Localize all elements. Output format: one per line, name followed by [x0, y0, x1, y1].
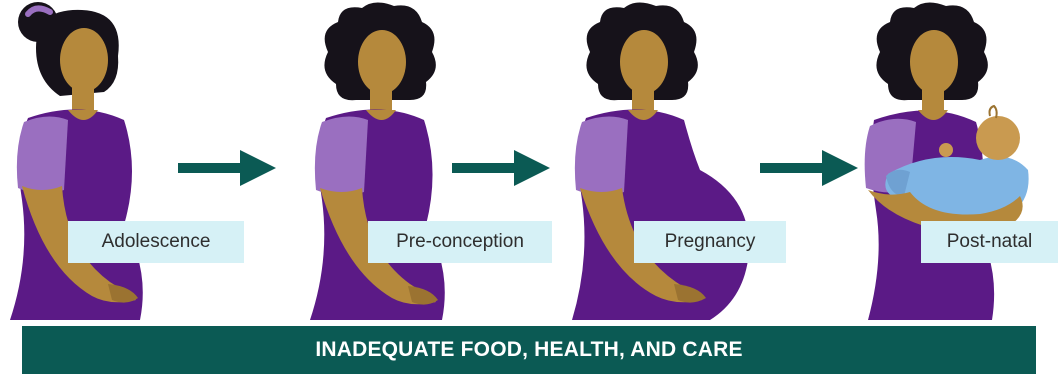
arrow-icon [178, 150, 276, 186]
pregnant-woman-figure [560, 0, 760, 320]
stage-label-pregnancy: Pregnancy [634, 221, 786, 263]
arrow-icon [452, 150, 550, 186]
stage-label-post-natal: Post-natal [921, 221, 1058, 263]
mother-holding-baby-figure [860, 0, 1058, 320]
adolescent-woman-figure [0, 0, 180, 320]
arrow-icon [760, 150, 858, 186]
stage-label-adolescence: Adolescence [68, 221, 244, 263]
stage-label-pre-conception: Pre-conception [368, 221, 552, 263]
banner: INADEQUATE FOOD, HEALTH, AND CARE [22, 326, 1036, 374]
